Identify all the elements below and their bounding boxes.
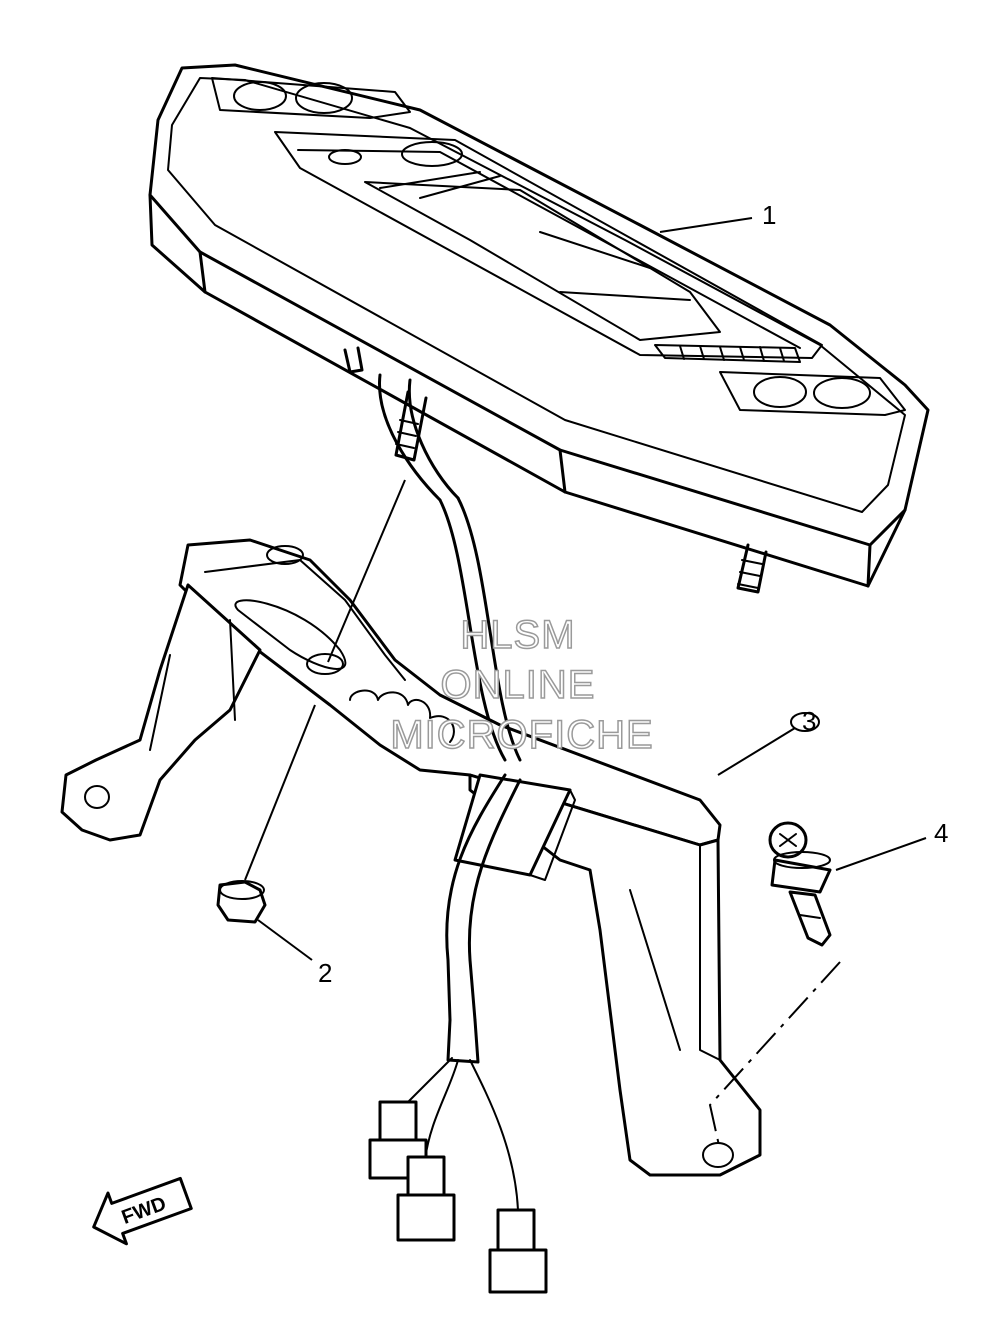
leader-lines: [244, 217, 927, 1151]
connector-block-2: [396, 1155, 456, 1242]
connector-block-3: [488, 1208, 548, 1294]
watermark-line-2: ONLINE: [441, 663, 596, 707]
bracket-part-3: [60, 538, 820, 1177]
meter-assembly-part-1: [148, 63, 930, 594]
watermark-line-3: MICROFICHE: [390, 713, 653, 757]
nut-part-2: [216, 880, 267, 924]
fwd-direction-arrow: FWD: [92, 1176, 193, 1246]
screw-part-4: [768, 821, 832, 947]
callout-3: 3: [802, 706, 816, 736]
callout-4: 4: [934, 818, 948, 848]
callout-1: 1: [762, 200, 776, 230]
watermark-line-1: HLSM: [460, 613, 575, 657]
callout-2: 2: [318, 958, 332, 988]
